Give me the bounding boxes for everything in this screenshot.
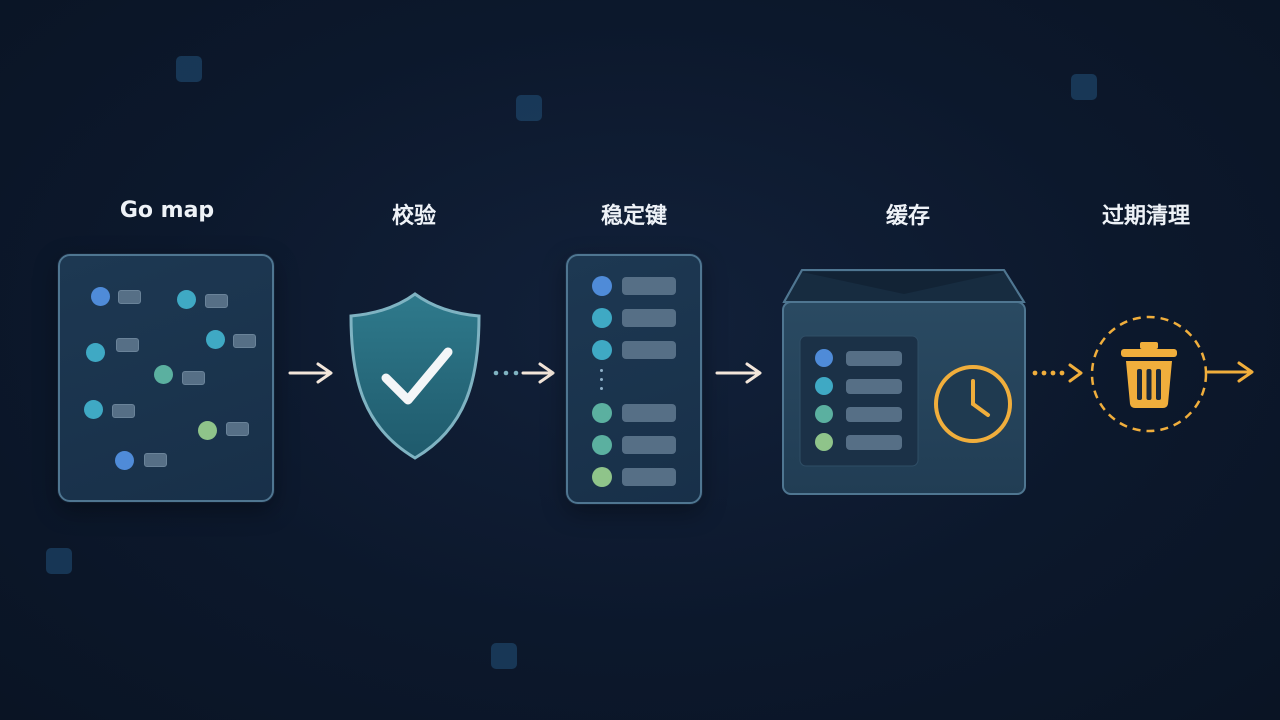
sorted-entry-value <box>622 341 676 359</box>
arrow-cache-to-cleanup <box>1032 363 1083 383</box>
stage-label-stable-key: 稳定键 <box>600 204 668 229</box>
sorted-entry-value <box>622 468 676 486</box>
arrow-cleanup-out <box>1206 361 1254 383</box>
sorted-entry-value <box>622 277 676 295</box>
cache-list <box>800 336 918 466</box>
watermark-logo-icon <box>1071 74 1097 100</box>
map-entry-key <box>198 421 217 440</box>
cached-entry-key <box>815 433 833 451</box>
map-entry-key <box>206 330 225 349</box>
map-entry-value <box>233 334 256 348</box>
map-entry-value <box>144 453 167 467</box>
arrow-validate-to-stable-key <box>493 362 555 384</box>
cached-entry-value <box>846 407 902 422</box>
shield-check-icon <box>349 292 481 460</box>
cleanup-dashed-circle <box>1090 315 1208 433</box>
arrow-stable-key-to-cache <box>715 362 762 384</box>
map-entry-value <box>112 404 135 418</box>
watermark-logo-icon <box>516 95 542 121</box>
ellipsis-dots <box>600 369 604 395</box>
cached-entry-key <box>815 377 833 395</box>
map-entry-key <box>154 365 173 384</box>
map-entry-value <box>205 294 228 308</box>
cached-entry-key <box>815 405 833 423</box>
stage-label-validate: 校验 <box>391 204 437 229</box>
go-map-panel <box>58 254 274 502</box>
arrow-map-to-validate <box>288 362 333 384</box>
cached-entry-value <box>846 435 902 450</box>
sorted-entry-value <box>622 404 676 422</box>
sorted-entry-key <box>592 467 612 487</box>
stable-key-panel <box>566 254 702 504</box>
map-entry-key <box>91 287 110 306</box>
cache-box-icon <box>782 269 1026 495</box>
map-entry-key <box>177 290 196 309</box>
trash-icon <box>1121 342 1177 408</box>
watermark-logo-icon <box>491 643 517 669</box>
sorted-entry-value <box>622 436 676 454</box>
map-entry-key <box>86 343 105 362</box>
cached-entry-value <box>846 379 902 394</box>
map-entry-value <box>182 371 205 385</box>
cached-entry-key <box>815 349 833 367</box>
clock-icon <box>934 365 1012 443</box>
sorted-entry-key <box>592 308 612 328</box>
watermark-logo-icon <box>46 548 72 574</box>
map-entry-value <box>116 338 139 352</box>
stage-label-expire-cleanup: 过期清理 <box>1101 204 1191 229</box>
sorted-entry-key <box>592 435 612 455</box>
stage-label-go-map: Go map <box>119 198 215 223</box>
sorted-entry-value <box>622 309 676 327</box>
sorted-entry-key <box>592 403 612 423</box>
stage-label-cache: 缓存 <box>885 204 931 229</box>
map-entry-value <box>226 422 249 436</box>
map-entry-key <box>84 400 103 419</box>
sorted-entry-key <box>592 276 612 296</box>
map-entry-key <box>115 451 134 470</box>
watermark-logo-icon <box>176 56 202 82</box>
map-entry-value <box>118 290 141 304</box>
cached-entry-value <box>846 351 902 366</box>
sorted-entry-key <box>592 340 612 360</box>
